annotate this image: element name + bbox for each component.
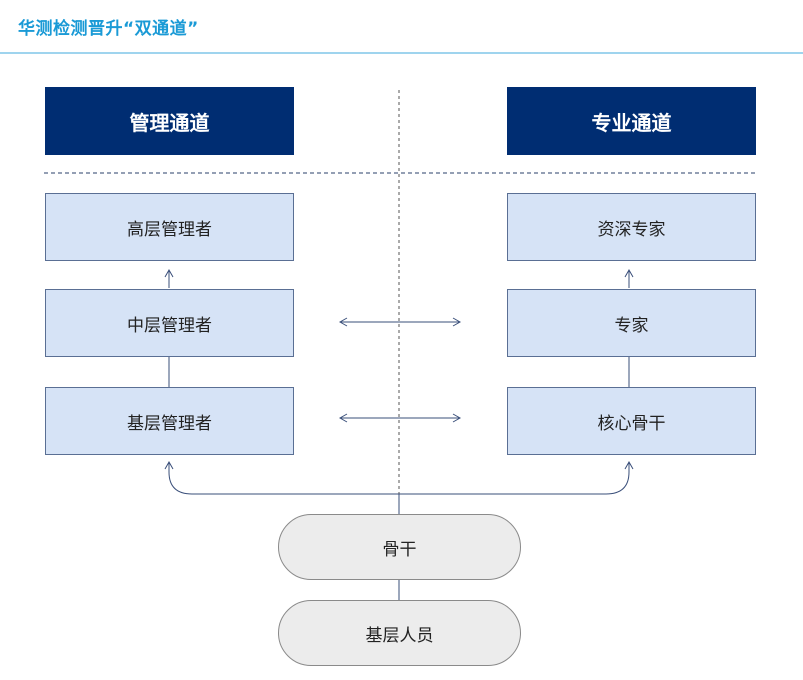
professional-channel-header: 专业通道 bbox=[507, 87, 756, 155]
node-senior-manager: 高层管理者 bbox=[45, 193, 294, 261]
node-middle-manager: 中层管理者 bbox=[45, 289, 294, 357]
pill-base-staff: 基层人员 bbox=[278, 600, 521, 666]
node-junior-manager: 基层管理者 bbox=[45, 387, 294, 455]
page-title: 华测检测晋升“双通道” bbox=[18, 19, 199, 39]
title-divider bbox=[0, 52, 803, 54]
management-channel-header: 管理通道 bbox=[45, 87, 294, 155]
pill-backbone: 骨干 bbox=[278, 514, 521, 580]
branch-curve-right bbox=[399, 460, 634, 495]
node-senior-expert: 资深专家 bbox=[507, 193, 756, 261]
branch-curve-left bbox=[164, 460, 399, 495]
node-expert: 专家 bbox=[507, 289, 756, 357]
node-core-backbone: 核心骨干 bbox=[507, 387, 756, 455]
